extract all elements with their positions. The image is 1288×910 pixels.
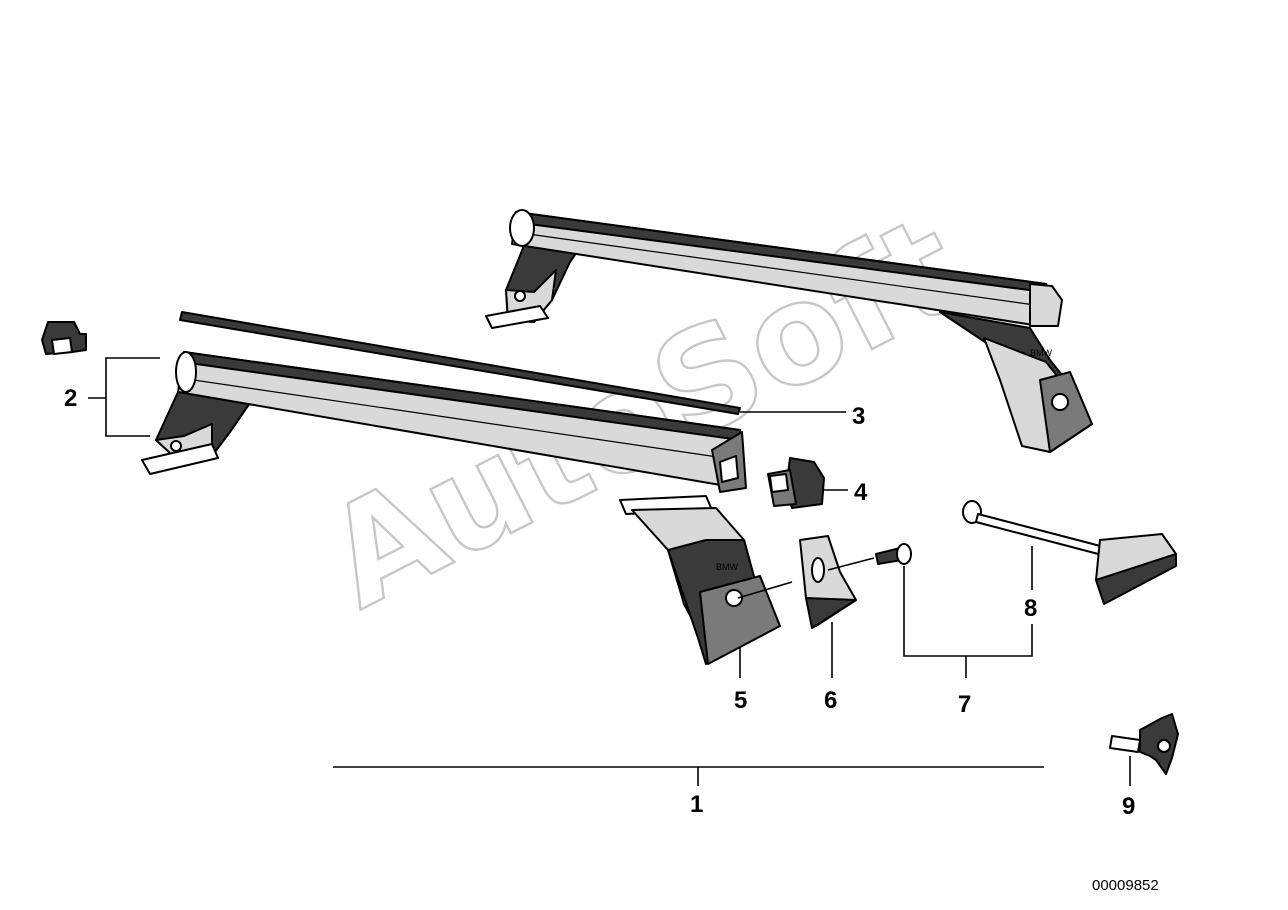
callout-2: 2: [64, 385, 77, 412]
callout-9: 9: [1122, 793, 1135, 820]
lock-rod: [962, 500, 1177, 605]
callout-6: 6: [824, 687, 837, 714]
screw: [875, 543, 912, 565]
leader-lines: [88, 357, 1131, 786]
callout-4: 4: [854, 479, 868, 506]
clamp-plate: [799, 535, 857, 629]
svg-text:BMW: BMW: [1030, 348, 1053, 358]
callout-1: 1: [690, 791, 703, 818]
callout-8: 8: [1024, 595, 1037, 622]
bar-foot: BMW: [619, 495, 781, 665]
callout-5: 5: [734, 687, 747, 714]
callout-7: 7: [958, 691, 971, 718]
document-number: 00009852: [1092, 877, 1159, 894]
svg-text:BMW: BMW: [716, 562, 739, 572]
rear-roof-bar: BMW: [485, 209, 1093, 453]
end-cap: [767, 457, 825, 509]
end-cap-clip: [41, 321, 87, 355]
front-roof-bar: [141, 351, 747, 493]
key: [1109, 713, 1179, 775]
rubber-strip: [179, 311, 741, 415]
callout-3: 3: [852, 403, 865, 430]
